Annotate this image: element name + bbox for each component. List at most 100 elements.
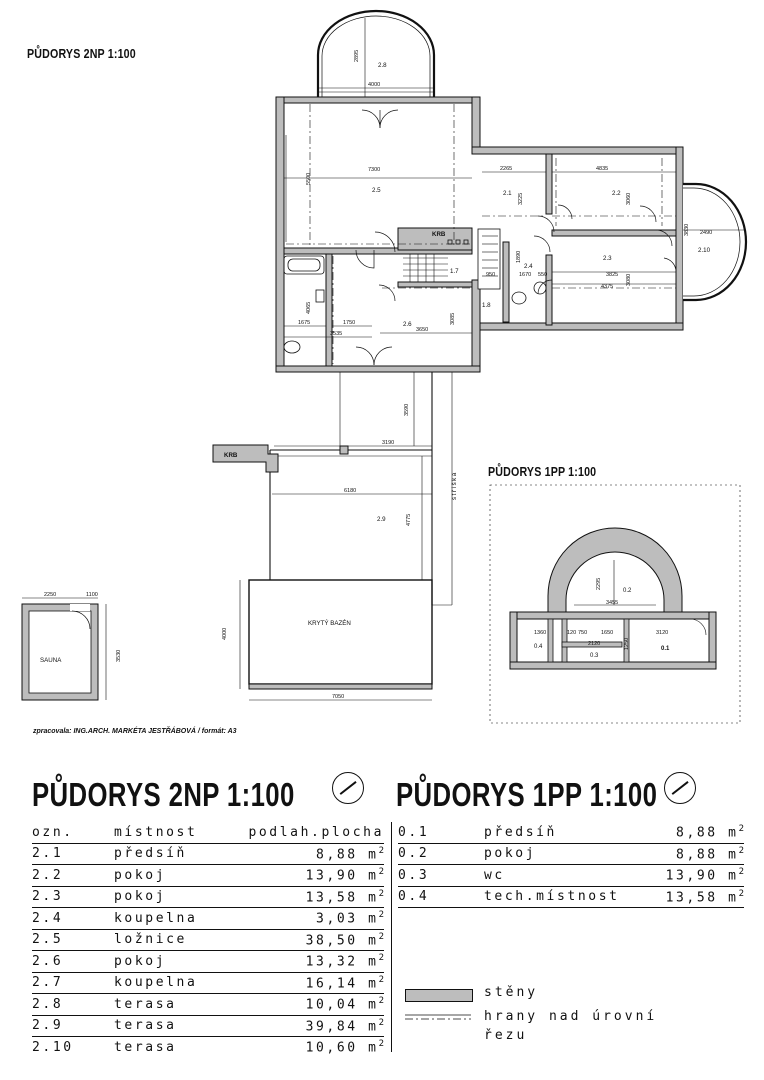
cell-name: pokoj xyxy=(114,867,167,883)
plan-title-1pp: PŮDORYS 1PP 1:100 xyxy=(488,464,597,479)
legend-edges-label-2: řezu xyxy=(484,1028,528,1043)
tag-2-6: 2.6 xyxy=(403,321,412,328)
cell-area: 8,88 m2 xyxy=(676,845,744,862)
cell-name: wc xyxy=(484,867,505,883)
cell-name: pokoj xyxy=(114,953,167,969)
north-arrow-icon xyxy=(664,772,696,804)
label-sauna: SAUNA xyxy=(40,657,62,664)
dim: 4835 xyxy=(596,166,608,172)
cell-id: 2.2 xyxy=(32,867,64,883)
cell-area: 16,14 m2 xyxy=(305,974,384,991)
bathroom-fixtures xyxy=(283,239,547,354)
door-swings xyxy=(355,109,677,366)
label-krb-2: KRB xyxy=(224,452,238,459)
dim: 3530 xyxy=(116,650,122,662)
tag-1-8: 1.8 xyxy=(482,302,491,309)
dim: 550 xyxy=(538,272,547,278)
tag-0-3: 0.3 xyxy=(590,653,599,659)
dim: 1675 xyxy=(298,320,310,326)
cell-area: 3,03 m2 xyxy=(316,910,384,927)
terrace-2-10 xyxy=(683,182,748,302)
table-header-row: ozn. místnost podlah.plocha xyxy=(32,822,384,843)
dim: 1360 xyxy=(534,630,546,636)
header-name: místnost xyxy=(114,824,198,840)
cell-area: 13,90 m2 xyxy=(305,867,384,884)
dim: 3085 xyxy=(450,313,456,325)
dim: 3080 xyxy=(626,274,632,286)
table-divider xyxy=(391,822,393,1052)
cell-id: 2.8 xyxy=(32,996,64,1012)
tag-2-4: 2.4 xyxy=(524,263,533,270)
tag-2-9: 2.9 xyxy=(377,516,386,523)
legend-walls-swatch xyxy=(405,989,473,1002)
cell-id: 2.4 xyxy=(32,910,64,926)
sauna xyxy=(21,603,99,701)
label-krb-1: KRB xyxy=(432,231,446,238)
dim: 4000 xyxy=(222,628,228,640)
dim: 2120 xyxy=(588,641,600,647)
cell-id: 0.1 xyxy=(398,824,430,840)
cell-id: 2.7 xyxy=(32,975,64,991)
dim: 3120 xyxy=(656,630,668,636)
dim: 4375 xyxy=(601,284,613,290)
dim: 1750 xyxy=(343,320,355,326)
cell-id: 2.9 xyxy=(32,1018,64,1034)
cell-area: 8,88 m2 xyxy=(316,845,384,862)
dim: 1100 xyxy=(86,592,98,598)
cell-area: 13,58 m2 xyxy=(665,888,744,905)
cell-area: 13,58 m2 xyxy=(305,888,384,905)
label-pool: KRYTÝ BAZÉN xyxy=(308,620,351,627)
dim: 3650 xyxy=(416,327,428,333)
tag-2-3: 2.3 xyxy=(603,255,612,262)
dim: 120 xyxy=(567,630,576,636)
labels-1pp: 2295 3455 1360 120 750 1650 2120 1250 31… xyxy=(534,578,670,659)
dim: 750 xyxy=(578,630,587,636)
dim: 7050 xyxy=(332,694,344,700)
table-title-2np: PŮDORYS 2NP 1:100 xyxy=(32,776,295,813)
legend-edges-swatch xyxy=(405,1014,471,1020)
dim: 1890 xyxy=(516,251,522,263)
dim: 3535 xyxy=(330,331,342,337)
dim: 3060 xyxy=(626,193,632,205)
tag-0-1: 0.1 xyxy=(661,646,670,652)
cell-id: 2.10 xyxy=(32,1039,74,1055)
tag-2-5: 2.5 xyxy=(372,187,381,194)
cell-id: 2.6 xyxy=(32,953,64,969)
edges-above-section xyxy=(286,104,676,364)
cell-name: terasa xyxy=(114,1039,177,1055)
dim: 4000 xyxy=(368,82,380,88)
cell-id: 0.3 xyxy=(398,867,430,883)
dim: 1250 xyxy=(624,638,630,650)
cell-area: 39,84 m2 xyxy=(305,1017,384,1034)
dim: 6180 xyxy=(344,488,356,494)
terrace-2-8 xyxy=(316,9,436,98)
table-row: 2.3 pokoj 13,58 m2 xyxy=(32,886,384,908)
dim: 2265 xyxy=(500,166,512,172)
cell-area: 8,88 m2 xyxy=(676,824,744,841)
cell-id: 2.3 xyxy=(32,889,64,905)
tag-1-7: 1.7 xyxy=(450,268,459,275)
dim: 2250 xyxy=(44,592,56,598)
dim: 2895 xyxy=(354,50,360,62)
cell-name: předsíň xyxy=(114,846,187,862)
dim: 3830 xyxy=(684,224,690,236)
cell-name: koupelna xyxy=(114,975,198,991)
cell-name: pokoj xyxy=(114,889,167,905)
floor-plan-drawing: 2.8 2.5 2.1 2.2 2.10 2.4 2.3 1.7 1.8 2.6… xyxy=(21,9,748,735)
tag-0-4: 0.4 xyxy=(534,644,543,650)
dim: 3455 xyxy=(606,600,618,606)
tag-2-8: 2.8 xyxy=(378,62,387,69)
header-area: podlah.plocha xyxy=(248,824,384,840)
table-row: 2.1 předsíň 8,88 m2 xyxy=(32,843,384,865)
legend-edges-label-1: hrany nad úrovní xyxy=(484,1009,658,1024)
dim: 4775 xyxy=(406,514,412,526)
cell-id: 2.1 xyxy=(32,846,64,862)
tag-2-2: 2.2 xyxy=(612,190,621,197)
cell-name: koupelna xyxy=(114,910,198,926)
